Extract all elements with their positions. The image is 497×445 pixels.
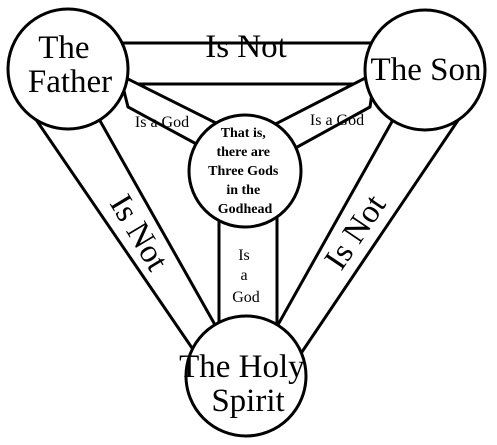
spirit-label-line-2: Spirit <box>211 383 284 419</box>
spirit-circle <box>184 314 308 438</box>
center-label-line-3: Three Gods <box>208 164 279 179</box>
son-circle <box>363 8 487 132</box>
spirit-center-relation-line-3: God <box>232 289 260 306</box>
father-label: The Father <box>28 30 112 100</box>
father-center-relation: Is a God <box>135 114 189 131</box>
father-label-line-2: Father <box>28 64 112 100</box>
father-circle <box>6 7 130 131</box>
center-label-line-5: Godhead <box>218 202 273 217</box>
father-son-relation: Is Not <box>205 29 287 65</box>
spirit-center-relation-line-2: a <box>240 267 247 284</box>
son-center-relation: Is a God <box>310 112 364 129</box>
spirit-center-relation-line-1: Is <box>238 247 250 264</box>
father-label-line-1: The <box>38 30 89 66</box>
spirit-label-line-1: The Holy <box>179 349 305 385</box>
center-label-line-4: in the <box>226 183 260 198</box>
son-label-line-1: The Son <box>371 52 482 88</box>
center-circle <box>187 113 303 229</box>
center-label-line-2: there are <box>216 145 270 160</box>
son-label: The Son <box>371 52 482 88</box>
spirit-center-relation: Is a God <box>232 247 260 306</box>
spirit-label: The Holy Spirit <box>179 349 313 419</box>
center-label: That is, there are Three Gods in the God… <box>208 126 282 217</box>
center-label-line-1: That is, <box>221 126 266 141</box>
